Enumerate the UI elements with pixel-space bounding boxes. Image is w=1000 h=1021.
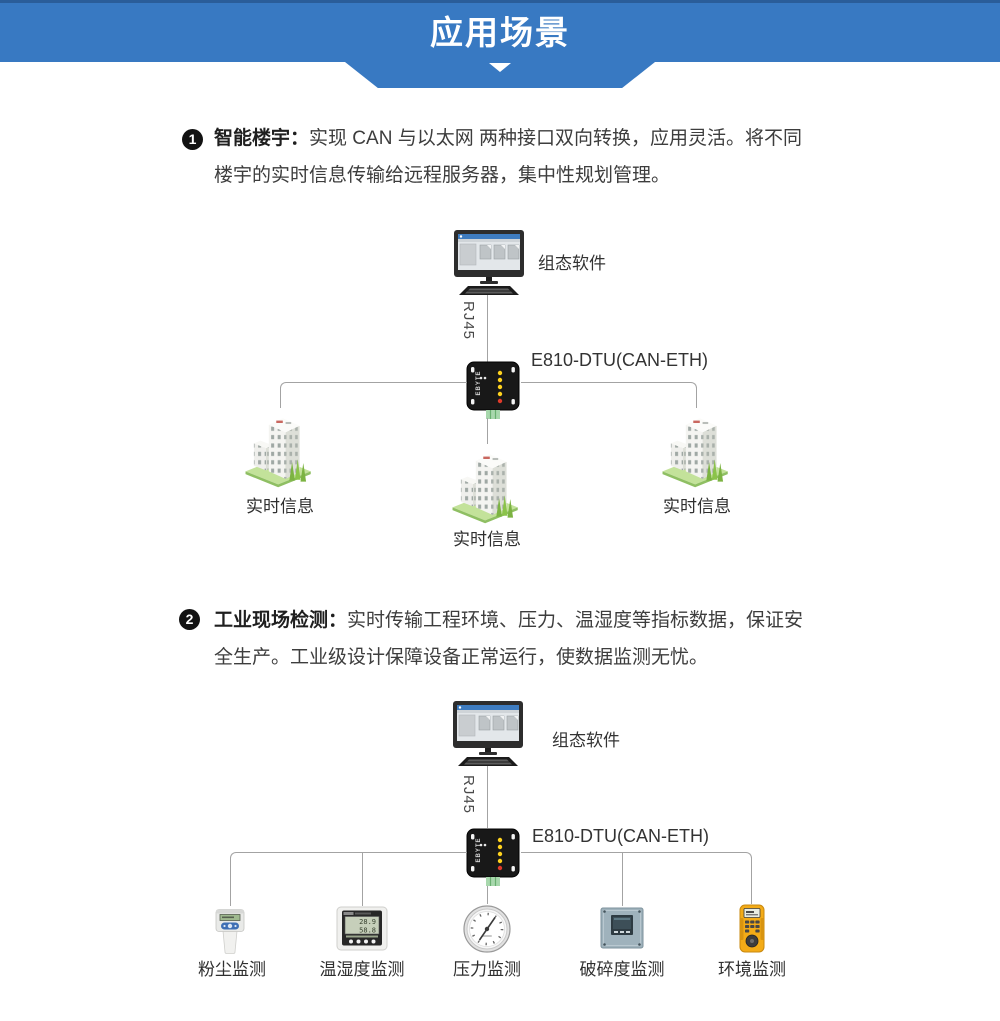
sensor-label: 环境监测 (718, 960, 786, 979)
bus-line-right (521, 852, 752, 904)
rj45-label: RJ45 (460, 775, 477, 815)
gateway-brand-text: EBYTE (476, 370, 482, 396)
e810-gateway-icon: EBYTE (464, 360, 522, 422)
section-1-number-badge: 1 (182, 129, 203, 150)
desktop-computer-icon (443, 701, 533, 767)
configuration-software-label: 组态软件 (552, 731, 620, 750)
sensor-label: 粉尘监测 (198, 960, 266, 979)
page-title: 应用场景 (430, 14, 570, 51)
rj45-cable-line (487, 766, 488, 828)
center-drop-line (487, 418, 488, 444)
building-icon (243, 408, 317, 490)
temp-humidity-sensor-icon: 28.9 58.8 (336, 906, 388, 951)
sensor-label: 破碎度监测 (579, 960, 665, 979)
section-2-paragraph: 工业现场检测：实时传输工程环境、压力、温湿度等指标数据，保证安全生产。工业级设计… (214, 602, 806, 676)
center-drop-line (487, 886, 488, 904)
rj45-label: RJ45 (460, 301, 477, 341)
configuration-software-label: 组态软件 (538, 254, 606, 273)
building-icon (660, 408, 734, 490)
e810-gateway-icon: EBYTE (464, 827, 522, 889)
dust-sensor-icon (215, 909, 245, 954)
humidity-reading: 58.8 (359, 927, 376, 935)
section-1-body: 实现 CAN 与以太网 两种接口双向转换，应用灵活。将不同楼宇的实时信息传输给远… (214, 128, 802, 186)
env-monitor-icon (739, 904, 765, 953)
section-1-heading: 智能楼宇： (214, 128, 310, 149)
sensor-drop-line (362, 853, 363, 906)
sensor-label: 压力监测 (453, 960, 521, 979)
section-1-paragraph: 智能楼宇：实现 CAN 与以太网 两种接口双向转换，应用灵活。将不同楼宇的实时信… (214, 121, 806, 194)
section-2-body: 实时传输工程环境、压力、温湿度等指标数据，保证安全生产。工业级设计保障设备正常运… (214, 610, 804, 668)
sensor-label: 温湿度监测 (319, 960, 405, 979)
pressure-gauge-icon (463, 905, 511, 953)
header-top-accent-line (0, 0, 1000, 3)
building-label: 实时信息 (246, 497, 314, 516)
bus-line-left (280, 382, 467, 408)
bus-line-left (230, 852, 467, 906)
sensor-drop-line (622, 853, 623, 906)
gateway-model-label: E810-DTU(CAN-ETH) (531, 350, 709, 370)
gateway-brand-text: EBYTE (476, 837, 482, 863)
gateway-model-label: E810-DTU(CAN-ETH) (532, 826, 710, 846)
section-2-number-badge: 2 (179, 609, 200, 630)
page-header-banner: 应用场景 (0, 3, 1000, 62)
building-label: 实时信息 (453, 530, 521, 549)
bus-line-right (521, 382, 697, 408)
crusher-sensor-icon (600, 907, 644, 949)
rj45-cable-line (487, 295, 488, 362)
desktop-computer-icon (444, 230, 534, 296)
building-label: 实时信息 (663, 497, 731, 516)
section-2-heading: 工业现场检测： (214, 610, 348, 631)
chevron-down-icon (489, 63, 511, 72)
building-icon (450, 444, 524, 526)
temperature-reading: 28.9 (359, 918, 376, 926)
